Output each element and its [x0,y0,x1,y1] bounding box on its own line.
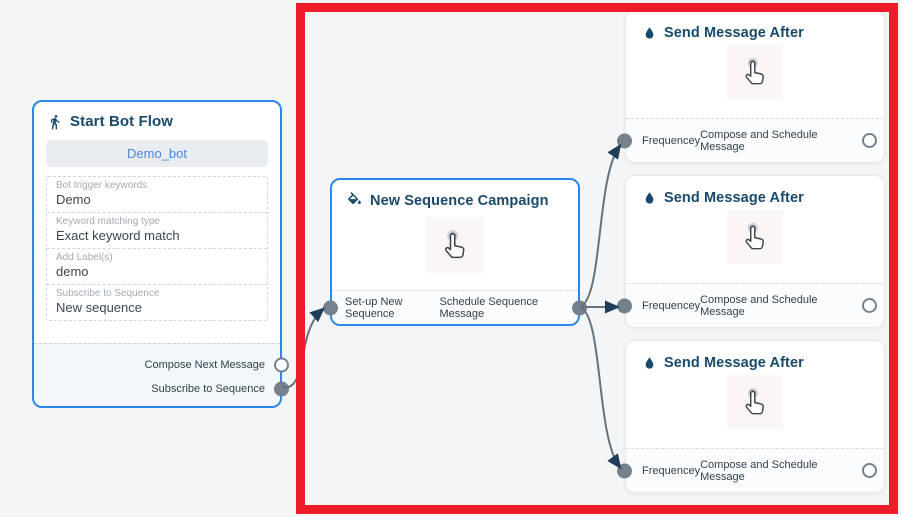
message-node-footer: Frequencey Compose and Schedule Message [617,283,884,327]
start-bot-flow-node[interactable]: Start Bot Flow Demo_bot Bot trigger keyw… [32,100,289,408]
start-node-footer: Compose Next Message Subscribe to Sequen… [34,343,289,406]
port-label: Compose Next Message [144,359,265,371]
send-message-after-node-1[interactable]: Send Message After Frequencey Compose an… [617,10,885,163]
sequence-node-footer: Set-up New Sequence Schedule Sequence Me… [323,290,587,324]
hand-cursor-icon [745,57,764,85]
port-label: Frequencey [642,134,701,147]
field-label: Bot trigger keywords [56,180,148,191]
port-label: Frequencey [642,464,701,477]
field-label: Add Label(s) [56,252,113,263]
message-node-title: Send Message After [664,25,804,41]
hand-cursor-icon [745,222,764,250]
message-node-footer: Frequencey Compose and Schedule Message [617,118,884,162]
field-value: demo [56,264,89,279]
sequence-node-header: New Sequence Campaign [332,180,578,213]
wire-subscribe-to-setup [281,307,325,389]
start-node-title: Start Bot Flow [70,113,174,130]
water-drop-icon [642,356,657,371]
click-placeholder[interactable] [727,375,783,429]
new-sequence-campaign-node[interactable]: New Sequence Campaign Set-up New Sequenc… [323,178,587,326]
message-node-title: Send Message After [664,190,804,206]
click-placeholder[interactable] [727,210,783,264]
message-node-title: Send Message After [664,355,804,371]
ink-bucket-icon [346,192,363,209]
message-node-header: Send Message After [626,11,884,43]
port-label: Subscribe to Sequence [151,383,265,395]
water-drop-icon [642,191,657,206]
field-value: New sequence [56,300,142,315]
output-port-compose-schedule-message[interactable] [862,133,877,148]
port-label: Set-up New Sequence [345,295,403,320]
port-row-compose-next-message: Compose Next Message [34,353,289,377]
walking-person-icon [47,114,63,130]
field-subscribe-to-sequence[interactable]: Subscribe to Sequence New sequence [47,285,267,320]
message-node-footer: Frequencey Compose and Schedule Message [617,448,884,492]
water-drop-icon [642,26,657,41]
output-port-compose-schedule-message[interactable] [862,463,877,478]
input-port-setup-new-sequence[interactable] [323,300,338,315]
field-keyword-matching-type[interactable]: Keyword matching type Exact keyword matc… [47,213,267,249]
input-port-frequency[interactable] [617,463,632,478]
output-port-schedule-sequence-message[interactable] [572,300,587,315]
output-port-compose-schedule-message[interactable] [862,298,877,313]
start-node-fields: Bot trigger keywords Demo Keyword matchi… [46,176,268,321]
port-row-subscribe-to-sequence: Subscribe to Sequence [34,377,289,401]
port-label: Compose and Schedule Message [700,128,818,153]
wire-schedule-to-msg1 [579,143,622,308]
port-label: Compose and Schedule Message [700,293,818,318]
field-value: Exact keyword match [56,228,180,243]
field-label: Keyword matching type [56,216,160,227]
input-port-frequency[interactable] [617,133,632,148]
click-placeholder[interactable] [727,45,783,99]
port-label: Compose and Schedule Message [700,458,818,483]
input-port-frequency[interactable] [617,298,632,313]
send-message-after-node-3[interactable]: Send Message After Frequencey Compose an… [617,340,885,493]
output-port-compose-next-message[interactable] [274,357,289,373]
message-node-header: Send Message After [626,176,884,208]
port-label: Schedule Sequence Message [439,295,538,320]
output-port-subscribe-to-sequence[interactable] [274,381,289,397]
click-placeholder[interactable] [426,217,484,273]
bot-name-button[interactable]: Demo_bot [46,140,268,167]
field-value: Demo [56,192,91,207]
port-label: Frequencey [642,299,701,312]
hand-cursor-icon [444,230,465,259]
field-add-labels[interactable]: Add Label(s) demo [47,249,267,285]
field-label: Subscribe to Sequence [56,288,160,299]
start-node-header: Start Bot Flow [34,102,280,135]
sequence-node-title: New Sequence Campaign [370,192,549,209]
message-node-header: Send Message After [626,341,884,373]
hand-cursor-icon [745,387,764,415]
wire-schedule-to-msg3 [579,306,622,470]
field-bot-trigger-keywords[interactable]: Bot trigger keywords Demo [47,177,267,213]
send-message-after-node-2[interactable]: Send Message After Frequencey Compose an… [617,175,885,328]
